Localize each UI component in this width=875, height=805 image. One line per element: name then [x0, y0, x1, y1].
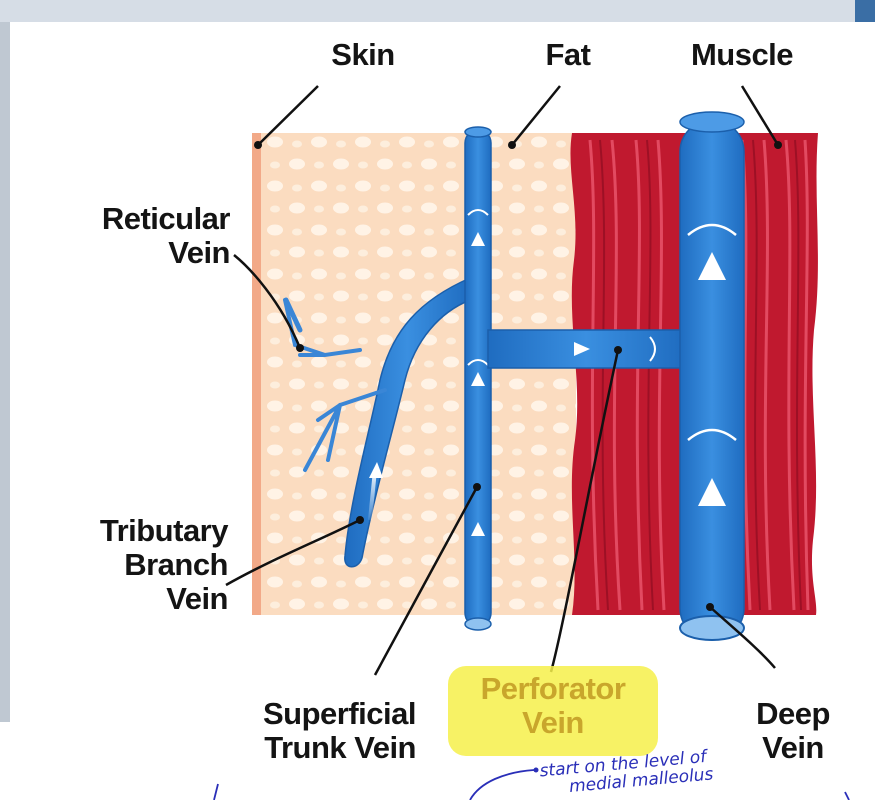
label-skin: Skin — [318, 38, 408, 72]
fat-cells — [258, 133, 576, 615]
superficial-trunk-vein — [465, 127, 491, 630]
top-edge — [0, 0, 875, 22]
left-edge — [0, 22, 10, 722]
label-tributary-branch-vein: Tributary Branch Vein — [40, 514, 228, 616]
label-superficial-trunk-vein: Superficial Trunk Vein — [200, 697, 416, 765]
label-muscle: Muscle — [672, 38, 812, 72]
label-perforator-vein: Perforator Vein — [448, 672, 658, 740]
skin-layer — [252, 133, 261, 615]
corner-mark — [855, 0, 875, 22]
deep-vein — [680, 112, 744, 640]
label-fat: Fat — [528, 38, 608, 72]
perforator-vein — [488, 330, 684, 368]
label-reticular-vein: Reticular Vein — [40, 202, 230, 270]
